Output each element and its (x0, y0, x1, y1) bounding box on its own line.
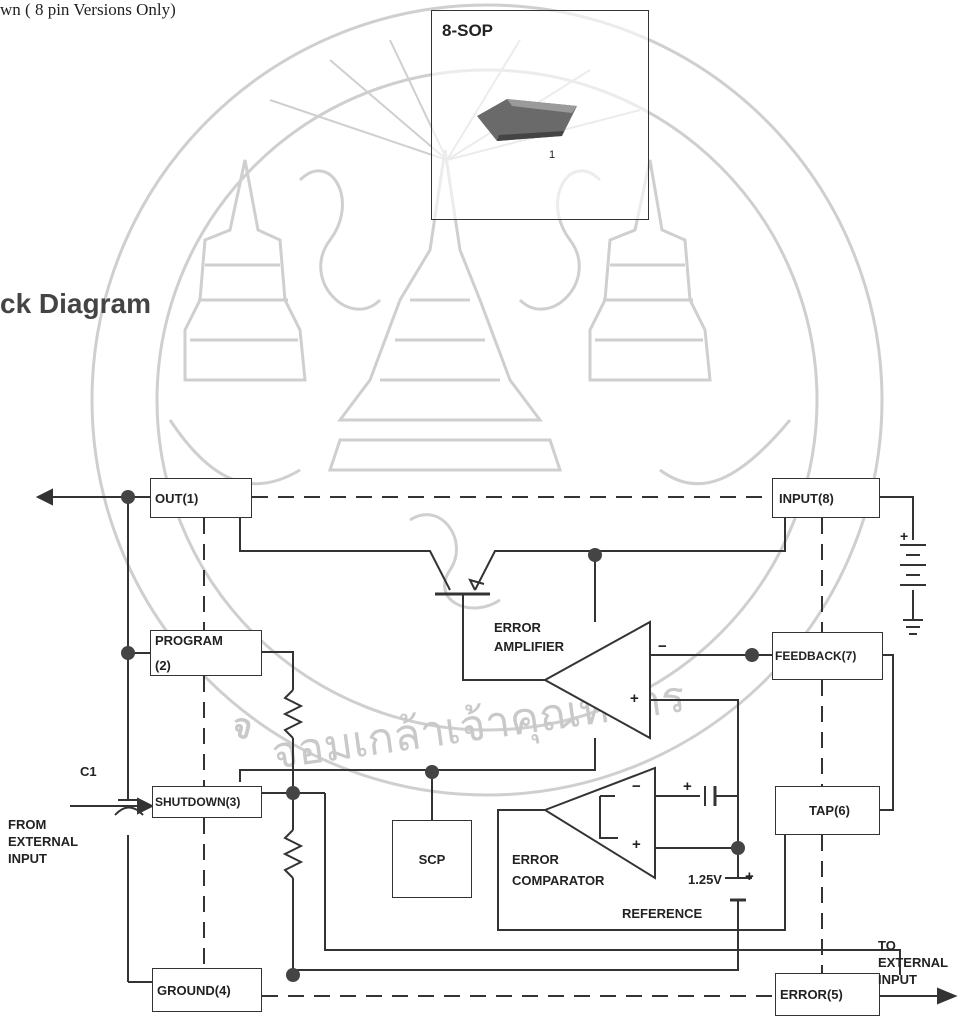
from-label-1: FROM (8, 817, 46, 832)
c1-label: C1 (80, 764, 97, 779)
block-error: ERROR(5) (775, 973, 880, 1016)
block-out: OUT(1) (150, 478, 252, 518)
comp-minus-sign: − (632, 778, 641, 795)
battery-plus-sign: + (900, 528, 908, 544)
error-amp-label-2: AMPLIFIER (494, 639, 564, 654)
program-pin: (2) (155, 658, 171, 673)
program-label: PROGRAM (155, 633, 223, 648)
amp-minus-sign: − (658, 638, 667, 655)
from-label-2: EXTERNAL (8, 834, 78, 849)
error-comp-label-2: COMPARATOR (512, 873, 604, 888)
comp-plus-sign: + (632, 836, 641, 853)
block-program: PROGRAM (2) (150, 630, 262, 676)
to-label-1: TO (878, 938, 896, 953)
block-input: INPUT(8) (772, 478, 880, 518)
block-shutdown: SHUTDOWN(3) (152, 786, 262, 818)
block-feedback: FEEDBACK(7) (772, 632, 883, 680)
amp-plus-sign: + (630, 690, 639, 707)
error-comp-label-1: ERROR (512, 852, 559, 867)
to-label-2: EXTERNAL (878, 955, 948, 970)
block-scp: SCP (392, 820, 472, 898)
reference-label: REFERENCE (622, 906, 702, 921)
block-ground: GROUND(4) (152, 968, 262, 1012)
from-label-3: INPUT (8, 851, 47, 866)
ref-voltage-label: 1.25V (688, 872, 722, 887)
to-label-3: INPUT (878, 972, 917, 987)
block-tap: TAP(6) (775, 786, 880, 835)
error-amp-label-1: ERROR (494, 620, 541, 635)
cap-plus-sign: + (683, 778, 692, 795)
ref-plus-sign: + (745, 868, 754, 885)
